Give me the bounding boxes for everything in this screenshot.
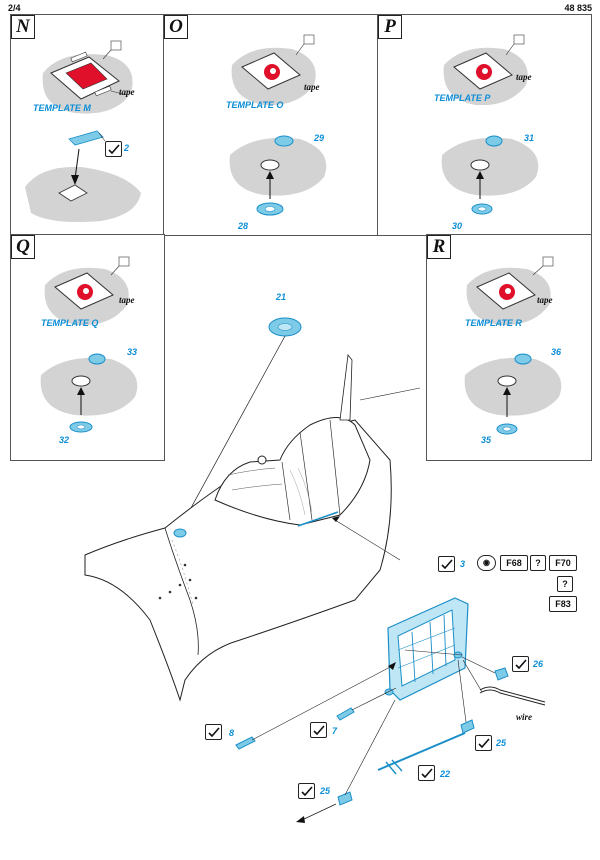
part-number: 2 [124, 143, 130, 153]
page-number: 2/4 [8, 3, 21, 13]
step-p-drawing [441, 34, 539, 215]
tape-label: tape [119, 295, 135, 305]
part-number-bottom: 32 [59, 435, 70, 445]
template-label: TEMPLATE Q [41, 318, 99, 328]
wire-label: wire [516, 712, 533, 722]
bend-check-icon [105, 141, 122, 157]
step-letter: P [378, 15, 402, 39]
question-mark-box: ? [530, 555, 546, 571]
part-number-top: 33 [127, 347, 138, 357]
set-code: 48 835 [564, 3, 592, 13]
step-letter: Q [11, 235, 35, 259]
color-f70-box: F70 [549, 555, 577, 571]
template-label: TEMPLATE M [33, 103, 91, 113]
step-p-panel: P tape TEMPLATE P 31 30 [377, 14, 592, 236]
bend-check-icon [438, 556, 455, 572]
step-letter: R [427, 235, 451, 259]
step-r-drawing [464, 256, 562, 435]
step-o-panel: O tape TEMPLATE O 29 28 [163, 14, 379, 236]
step-letter: N [11, 15, 35, 39]
part-number-bottom: 28 [238, 221, 249, 231]
paint-sample-icon: ◉ [477, 555, 496, 571]
part-25-label: 25 [320, 786, 331, 796]
part-number-top: 29 [314, 133, 325, 143]
bend-check-icon [205, 724, 222, 740]
step-o-drawing [229, 34, 327, 216]
tape-label: tape [537, 295, 553, 305]
template-label: TEMPLATE R [465, 318, 522, 328]
part-8-label: 8 [229, 728, 235, 738]
part-7-label: 7 [332, 726, 338, 736]
step-q-drawing [40, 256, 138, 433]
part-26-label: 26 [533, 659, 544, 669]
color-f83-box: F83 [549, 596, 577, 612]
part-21-label: 21 [276, 292, 287, 302]
bend-check-icon [512, 656, 529, 672]
tape-label: tape [304, 82, 320, 92]
template-label: TEMPLATE P [434, 93, 491, 103]
bend-check-icon [298, 783, 315, 799]
bend-check-icon [310, 722, 327, 738]
color-f68-box: F68 [500, 555, 528, 571]
question-mark-box: ? [557, 576, 573, 592]
part-number-top: 36 [551, 347, 562, 357]
part-number-bottom: 30 [452, 221, 463, 231]
step-n-drawing [25, 40, 141, 222]
step-r-panel: R tape TEMPLATE R 36 35 [426, 234, 592, 461]
bend-check-icon [418, 765, 435, 781]
tape-label: tape [119, 87, 135, 97]
tape-label: tape [516, 72, 532, 82]
step-letter: O [164, 15, 188, 39]
part-3-label: 3 [460, 559, 466, 569]
part-25-label: 25 [496, 738, 507, 748]
part-22-label: 22 [440, 769, 451, 779]
bend-check-icon [475, 735, 492, 751]
template-label: TEMPLATE O [226, 100, 284, 110]
part-number-top: 31 [524, 133, 535, 143]
step-n-panel: N tape TEMPLATE M 2 [10, 14, 165, 236]
part-number-bottom: 35 [481, 435, 492, 445]
step-q-panel: Q tape TEMPLATE Q 33 32 [10, 234, 165, 461]
